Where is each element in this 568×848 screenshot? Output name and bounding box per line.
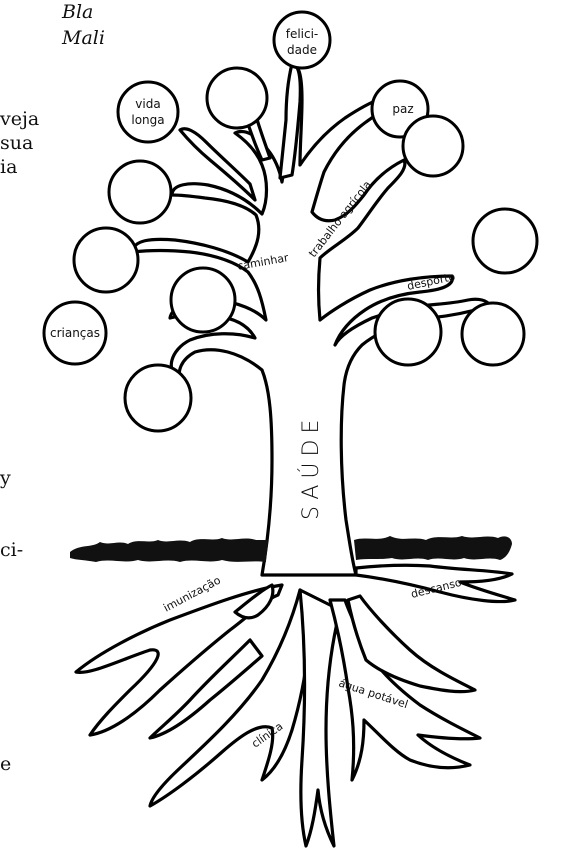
root-tap bbox=[300, 590, 340, 846]
leaf-right-4 bbox=[462, 303, 524, 365]
label-criancas: crianças bbox=[50, 326, 100, 340]
grass-right bbox=[354, 536, 512, 560]
leaf-right-2 bbox=[473, 209, 537, 273]
leaf-upper-left bbox=[207, 68, 267, 128]
label-felicidade-2: dade bbox=[287, 43, 317, 57]
leaf-bottom-left bbox=[125, 365, 191, 431]
leaf-right-3 bbox=[375, 299, 441, 365]
leaf-left-3 bbox=[74, 228, 138, 292]
leaf-right-upper bbox=[403, 116, 463, 176]
leaf-mid-left bbox=[171, 268, 235, 332]
label-paz: paz bbox=[392, 102, 413, 116]
label-vida-longa-2: longa bbox=[131, 113, 164, 127]
label-felicidade-1: felici- bbox=[286, 27, 319, 41]
trunk-label-saude: SAÚDE bbox=[298, 414, 324, 520]
leaf-vida-longa bbox=[118, 82, 178, 142]
label-vida-longa-1: vida bbox=[135, 97, 160, 111]
leaf-left-2 bbox=[109, 161, 171, 223]
grass-left bbox=[70, 538, 268, 562]
